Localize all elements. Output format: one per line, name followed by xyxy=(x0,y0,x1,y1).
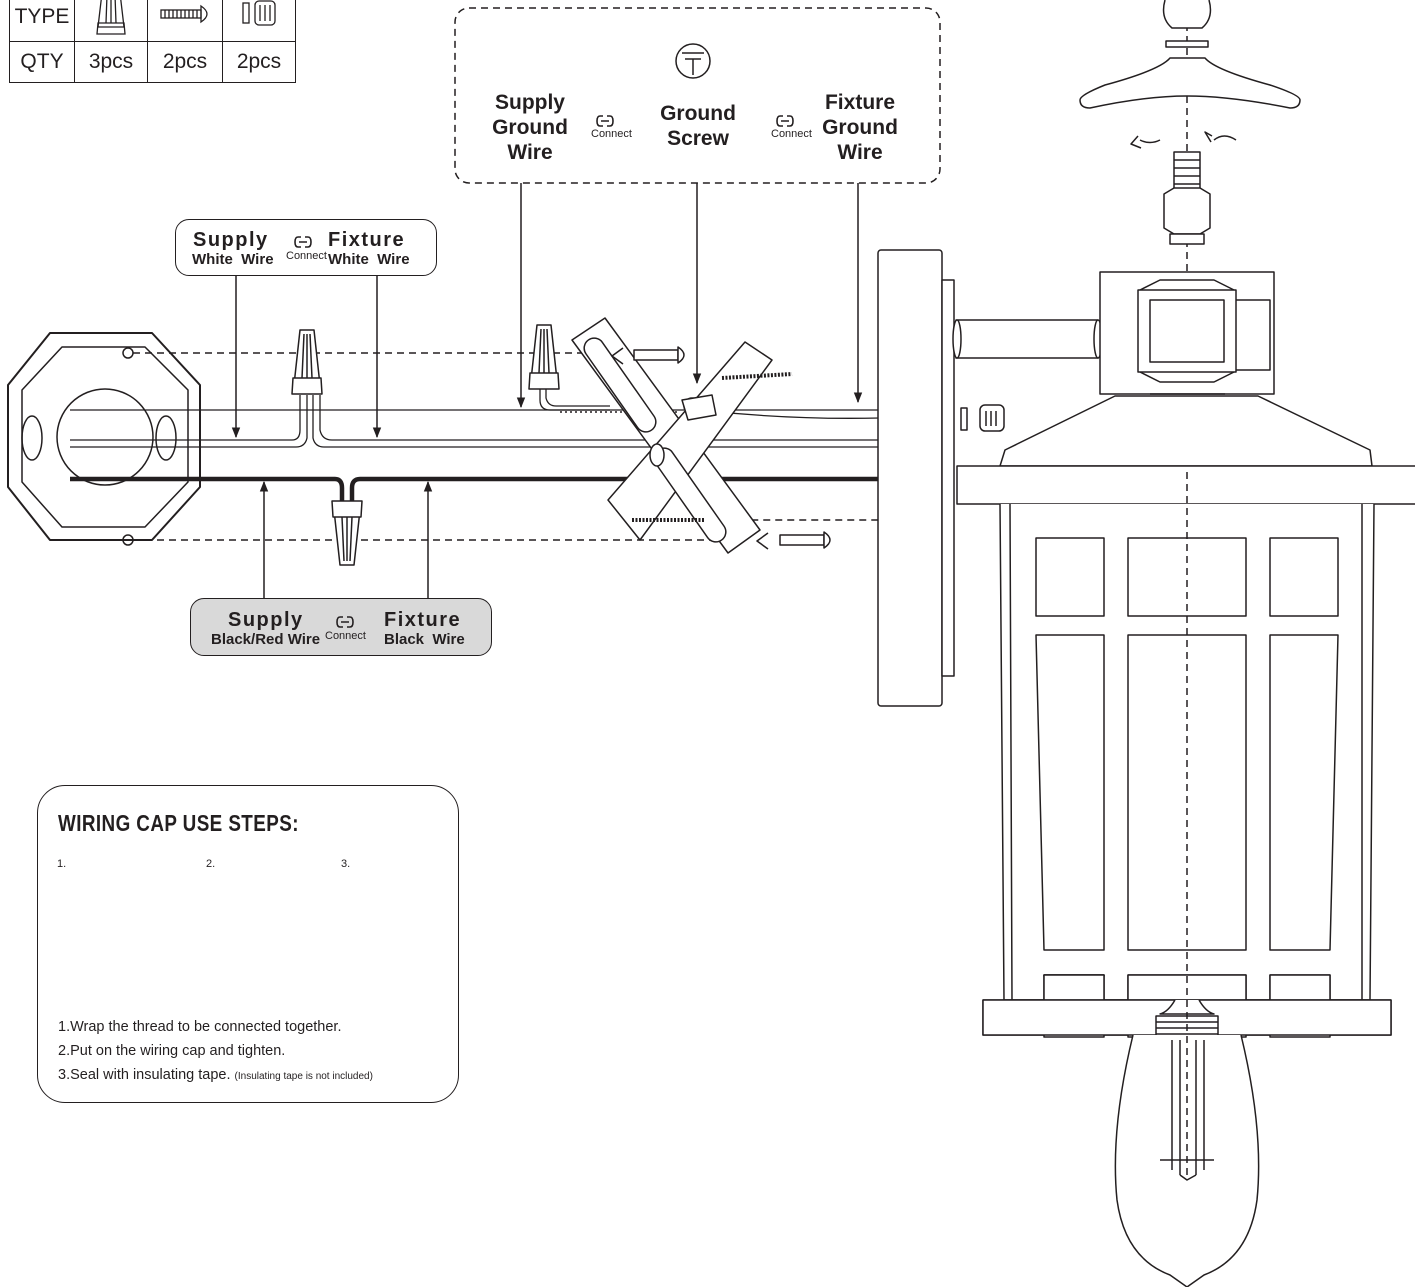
fixture-black-wire-label: Black Wire xyxy=(384,631,465,648)
steps-title: WIRING CAP USE STEPS: xyxy=(58,810,299,836)
connect-text: Connect xyxy=(771,128,812,140)
ground-screw-icon xyxy=(222,0,296,42)
wiring-cap-steps-panel: WIRING CAP USE STEPS: 1. 2. 3. 1.Wrap th… xyxy=(37,785,459,1103)
type-label: TYPE xyxy=(9,0,75,42)
step-1-number: 1. xyxy=(57,858,67,870)
black-wire-connection-label: Supply Black/Red Wire Connect Fixture Bl… xyxy=(190,598,492,656)
wire-nut-qty: 3pcs xyxy=(74,41,148,83)
step-3-line: 3.Seal with insulating tape. (Insulating… xyxy=(58,1067,373,1083)
lantern-arm-mount xyxy=(1099,271,1275,395)
supply-black-red-wire-label: Black/Red Wire xyxy=(211,631,321,648)
connect-link-icon xyxy=(336,616,354,628)
supply-ground-wire-label: Supply Ground Wire xyxy=(492,91,568,164)
fixture-label: Fixture xyxy=(328,229,406,251)
connect-text: Connect xyxy=(325,630,366,642)
ground-symbol-icon xyxy=(675,43,711,79)
white-wire-connection-label: Supply White Wire Connect Fixture White … xyxy=(175,219,437,276)
connect-link-icon xyxy=(776,115,794,127)
fixture-ground-wire-label: Fixture Ground Wire xyxy=(822,91,898,164)
wire-nut-icon xyxy=(74,0,148,42)
connect-text: Connect xyxy=(591,128,632,140)
connect-link-icon xyxy=(596,115,614,127)
qty-label: QTY xyxy=(9,41,75,83)
screw-icons xyxy=(611,346,831,550)
step-1-text: 1.Wrap the thread to be connected togeth… xyxy=(58,1019,342,1035)
lantern-top-finial xyxy=(1079,0,1301,245)
mounting-bracket xyxy=(571,317,773,554)
wire-nut-icons xyxy=(291,324,560,566)
parts-table: TYPE QTY 3pcs 2pcs 2pcs xyxy=(9,0,296,83)
connect-text: Connect xyxy=(286,250,327,262)
supply-label: Supply xyxy=(193,229,269,251)
step-2-text: 2.Put on the wiring cap and tighten. xyxy=(58,1043,286,1059)
junction-box xyxy=(7,332,201,546)
tape-note: (Insulating tape is not included) xyxy=(234,1071,373,1082)
ground-screw-qty: 2pcs xyxy=(222,41,296,83)
screw-qty: 2pcs xyxy=(147,41,223,83)
step-3-text: 3.Seal with insulating tape. xyxy=(58,1067,231,1083)
supply-white-wire-label: White Wire xyxy=(192,251,274,268)
parts-qty-row: QTY 3pcs 2pcs 2pcs xyxy=(9,41,296,83)
connect-link-icon xyxy=(294,236,312,248)
step-3-number: 3. xyxy=(341,858,351,870)
wires xyxy=(70,385,881,505)
pointer-arrows xyxy=(231,183,863,598)
wall-backplate xyxy=(877,249,1103,707)
lantern-body xyxy=(956,395,1415,1036)
fixture-white-wire-label: White Wire xyxy=(328,251,410,268)
step-2-number: 2. xyxy=(206,858,216,870)
screw-icon xyxy=(147,0,223,42)
ground-screw-icon xyxy=(960,404,1005,432)
fixture-label: Fixture xyxy=(384,609,462,631)
ground-screw-label: Ground Screw xyxy=(660,102,736,150)
parts-type-row: TYPE xyxy=(9,0,296,42)
supply-label: Supply xyxy=(228,609,304,631)
